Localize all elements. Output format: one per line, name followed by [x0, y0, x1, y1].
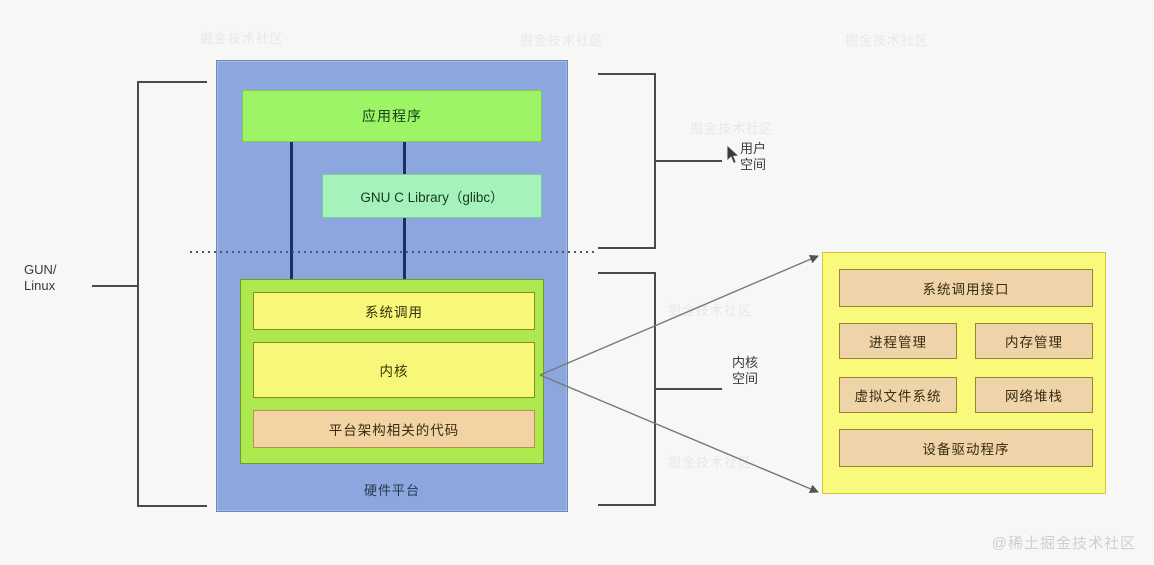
process-management-box[interactable]: 进程管理 [839, 323, 957, 359]
connector-app-to-glibc-to-syscall [403, 140, 406, 298]
user-space-label: 用户 空间 [740, 141, 767, 172]
system-call-interface-box[interactable]: 系统调用接口 [839, 269, 1093, 307]
process-management-label: 进程管理 [869, 335, 927, 350]
system-call-label: 系统调用 [365, 305, 423, 320]
kernel-group-container: 系统调用 内核 平台架构相关的代码 [240, 279, 544, 464]
glibc-box[interactable]: GNU C Library（glibc） [322, 174, 542, 218]
background-watermark: 掘金技术社区 [845, 33, 930, 48]
memory-management-box[interactable]: 内存管理 [975, 323, 1093, 359]
user-kernel-boundary-dotted-line [190, 251, 595, 253]
glibc-label: GNU C Library（glibc） [360, 190, 504, 205]
background-watermark: 掘金技术社区 [668, 303, 753, 318]
system-call-box[interactable]: 系统调用 [253, 292, 535, 330]
hardware-platform-label: 硬件平台 [363, 483, 420, 498]
application-box[interactable]: 应用程序 [242, 90, 542, 142]
kernel-detail-panel: 系统调用接口 进程管理 内存管理 虚拟文件系统 网络堆栈 设备驱动程序 [822, 252, 1106, 494]
system-call-interface-label: 系统调用接口 [922, 282, 1010, 297]
background-watermark: 掘金技术社区 [200, 31, 285, 46]
device-drivers-box[interactable]: 设备驱动程序 [839, 429, 1093, 467]
left-bracket-gnu-linux [92, 81, 207, 507]
right-bracket-user-space [598, 73, 722, 249]
gnu-linux-label: GUN/ Linux [24, 262, 57, 293]
application-label: 应用程序 [362, 108, 422, 124]
mouse-pointer-icon [726, 144, 741, 164]
right-bracket-kernel-space [598, 272, 722, 506]
kernel-box[interactable]: 内核 [253, 342, 535, 398]
device-drivers-label: 设备驱动程序 [922, 442, 1010, 457]
memory-management-label: 内存管理 [1005, 335, 1063, 350]
virtual-file-system-label: 虚拟文件系统 [854, 389, 942, 404]
connector-app-to-syscall [290, 140, 293, 298]
kernel-label: 内核 [379, 364, 409, 379]
virtual-file-system-box[interactable]: 虚拟文件系统 [839, 377, 957, 413]
background-watermark: 掘金技术社区 [668, 455, 753, 470]
arch-specific-code-label: 平台架构相关的代码 [328, 423, 460, 438]
background-watermark: 掘金技术社区 [690, 121, 775, 136]
background-watermark: 掘金技术社区 [520, 33, 605, 48]
corner-watermark: @稀土掘金技术社区 [991, 535, 1136, 552]
kernel-space-label: 内核 空间 [732, 355, 759, 386]
arch-specific-code-box[interactable]: 平台架构相关的代码 [253, 410, 535, 448]
network-stack-box[interactable]: 网络堆栈 [975, 377, 1093, 413]
network-stack-label: 网络堆栈 [1005, 389, 1063, 404]
